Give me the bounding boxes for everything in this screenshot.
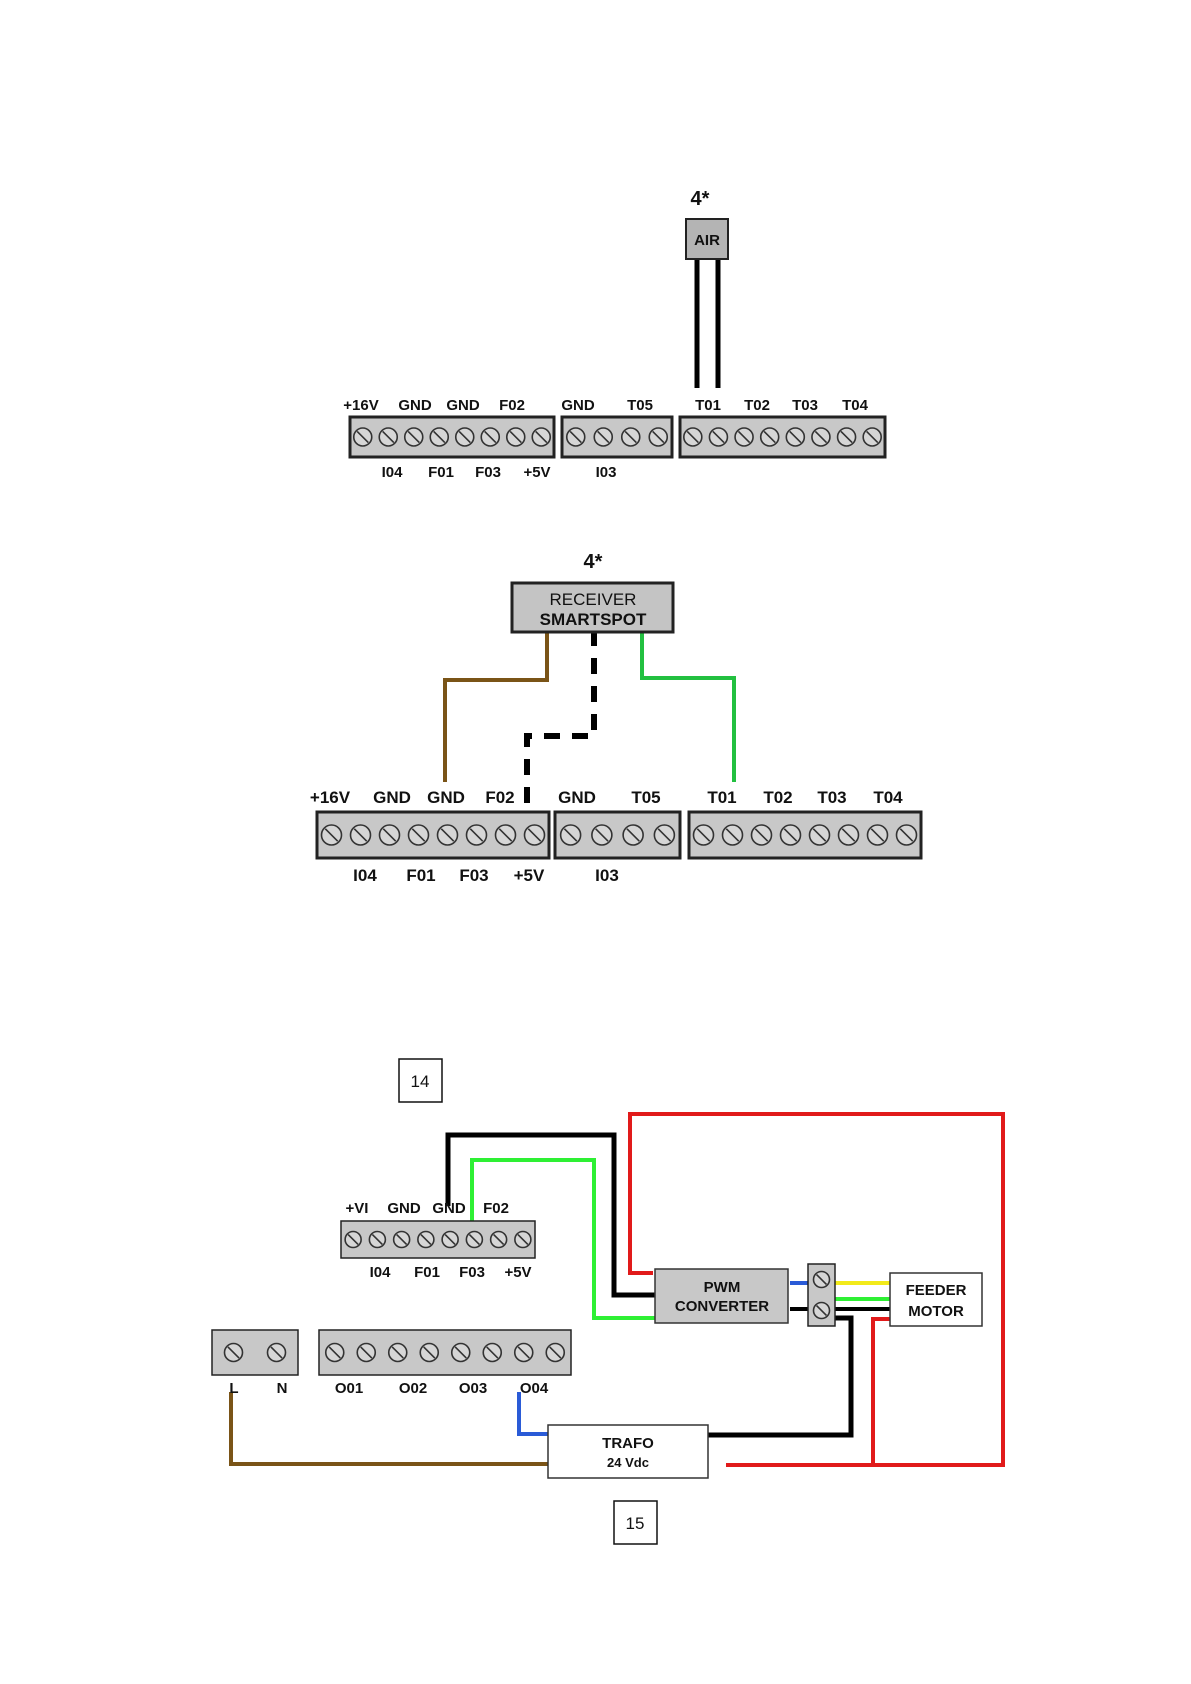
d3-label-gnd-1: GND [387, 1200, 421, 1217]
d3-label-f02: F02 [483, 1200, 509, 1217]
receiver-mark-label: 4* [584, 551, 603, 573]
d3-terminal-block-inputs [341, 1221, 535, 1258]
d1-label-t02: T02 [744, 397, 770, 414]
d1-label-gnd-3: GND [561, 397, 595, 414]
d3-label-5v: +5V [504, 1264, 531, 1281]
d1-label-t03: T03 [792, 397, 818, 414]
d2-label-t02: T02 [763, 788, 792, 807]
d3-label-f03: F03 [459, 1264, 485, 1281]
feeder-wire-blue-o04 [519, 1392, 548, 1434]
feeder-wire-black-trafo [707, 1318, 851, 1435]
d3-label-f01: F01 [414, 1264, 440, 1281]
d1-label-gnd-2: GND [446, 397, 480, 414]
diagram-feeder: 14 +VI GND GND F02 I04 F01 F03 +5V L N O… [212, 1059, 1003, 1544]
feeder-wire-red-motor [873, 1319, 890, 1465]
diagram-air: 4* AIR +16V GND GND F02 GND T05 T01 T02 … [343, 188, 885, 481]
d1-label-i03: I03 [596, 464, 617, 481]
d3-label-n: N [277, 1380, 288, 1397]
air-sensor-label: AIR [694, 232, 720, 249]
feeder-label-line1: FEEDER [906, 1282, 967, 1299]
d2-label-t01: T01 [707, 788, 736, 807]
d2-terminal-block-middle [555, 812, 680, 858]
d3-label-vi: +VI [346, 1200, 369, 1217]
d2-label-t04: T04 [873, 788, 903, 807]
d2-label-f01: F01 [406, 866, 435, 885]
d2-label-16v: +16V [310, 788, 351, 807]
receiver-wire-black-dashed [527, 630, 594, 805]
d3-terminal-block-outputs [319, 1330, 571, 1375]
d3-label-o03: O03 [459, 1380, 487, 1397]
trafo-label-line2: 24 Vdc [607, 1455, 649, 1470]
d1-terminal-block-left [350, 417, 554, 457]
pwm-connector-block [808, 1264, 835, 1326]
d2-label-i03: I03 [595, 866, 619, 885]
d2-label-5v: +5V [514, 866, 545, 885]
receiver-wire-brown [445, 630, 547, 782]
d2-label-f02: F02 [485, 788, 514, 807]
d3-label-i04: I04 [370, 1264, 392, 1281]
d1-label-5v: +5V [523, 464, 550, 481]
d1-label-t05: T05 [627, 397, 653, 414]
d2-terminal-block-right [689, 812, 921, 858]
d1-terminal-block-middle [562, 417, 672, 457]
d1-label-16v: +16V [343, 397, 378, 414]
d2-label-i04: I04 [353, 866, 377, 885]
d1-label-i04: I04 [382, 464, 404, 481]
d2-label-gnd-3: GND [558, 788, 596, 807]
d1-label-gnd-1: GND [398, 397, 432, 414]
receiver-label-line2: SMARTSPOT [540, 610, 647, 629]
d2-label-gnd-2: GND [427, 788, 465, 807]
d1-terminal-block-right [680, 417, 885, 457]
receiver-label-line1: RECEIVER [550, 590, 637, 609]
diagram-tag-15-label: 15 [626, 1514, 645, 1533]
d3-label-o02: O02 [399, 1380, 427, 1397]
d3-label-l: L [229, 1380, 238, 1397]
d3-label-o04: O04 [520, 1380, 549, 1397]
feeder-label-line2: MOTOR [908, 1303, 964, 1320]
d2-label-t05: T05 [631, 788, 660, 807]
air-mark-label: 4* [691, 188, 710, 210]
diagram-tag-14-label: 14 [411, 1072, 430, 1091]
d3-terminal-block-power [212, 1330, 298, 1375]
diagram-receiver: 4* RECEIVER SMARTSPOT +16V GND GND F02 G… [310, 551, 921, 885]
pwm-label-line1: PWM [704, 1279, 741, 1296]
d1-label-f03: F03 [475, 464, 501, 481]
d1-label-f02: F02 [499, 397, 525, 414]
d3-label-gnd-2: GND [432, 1200, 466, 1217]
pwm-label-line2: CONVERTER [675, 1298, 769, 1315]
d2-label-t03: T03 [817, 788, 846, 807]
d1-label-t01: T01 [695, 397, 721, 414]
feeder-wire-brown-l [231, 1392, 548, 1464]
d2-terminal-block-left [317, 812, 549, 858]
d1-label-f01: F01 [428, 464, 454, 481]
receiver-wire-green [642, 630, 734, 782]
d3-label-o01: O01 [335, 1380, 363, 1397]
d1-label-t04: T04 [842, 397, 869, 414]
d2-label-f03: F03 [459, 866, 488, 885]
d2-label-gnd-1: GND [373, 788, 411, 807]
trafo-label-line1: TRAFO [602, 1435, 654, 1452]
